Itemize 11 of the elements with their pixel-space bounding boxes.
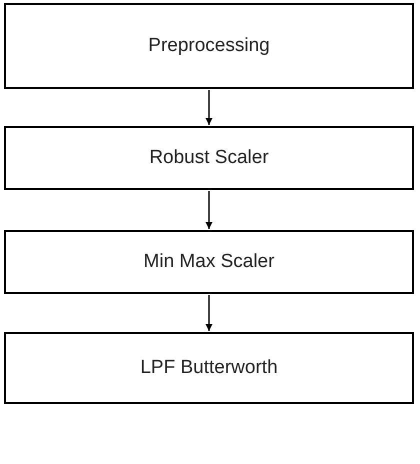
arrow [206,90,212,125]
box-label: Min Max Scaler [144,250,274,274]
arrow [206,191,212,229]
box-label: Preprocessing [148,34,270,58]
process-box [4,3,414,89]
process-box [4,332,414,404]
box-label: LPF Butterworth [140,356,278,380]
process-box [4,230,414,294]
process-box [4,126,414,190]
arrow [206,295,212,331]
box-label: Robust Scaler [149,146,269,170]
